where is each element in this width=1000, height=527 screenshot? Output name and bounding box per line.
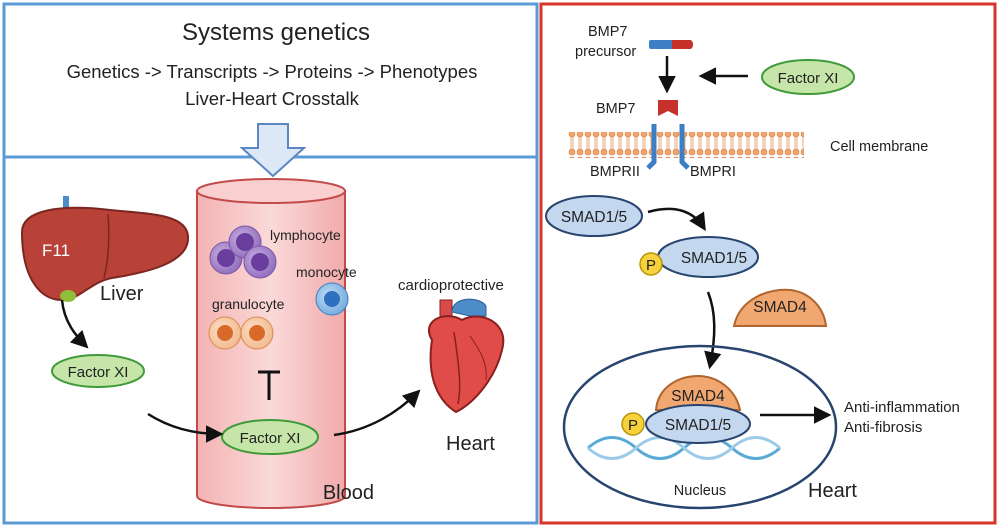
- inhibition-icon: [258, 370, 280, 400]
- arrow-smad-phosphorylation: [647, 207, 706, 231]
- bmp7-precursor-line1: BMP7: [588, 24, 628, 40]
- heart-icon: [428, 298, 505, 414]
- smad15-free-label: SMAD1/5: [561, 209, 627, 226]
- nucleus-ellipse: [562, 344, 838, 510]
- heart-label-left: Heart: [446, 433, 495, 455]
- bmp7-label: BMP7: [596, 101, 636, 117]
- monocyte-icon: [315, 282, 349, 316]
- down-arrow-icon: [239, 123, 307, 178]
- smad15-p-label: SMAD1/5: [681, 250, 747, 267]
- bmprii-receptor-icon: [646, 124, 657, 170]
- bmp7-precursor-icon: [649, 40, 693, 49]
- phospho-complex-icon: [621, 412, 645, 436]
- liver-label: Liver: [100, 283, 144, 305]
- smad15-complex-ellipse: [645, 404, 751, 444]
- smad4-complex-shape: [654, 374, 742, 411]
- right-panel-border: [539, 2, 997, 525]
- bmprii-label: BMPRII: [590, 164, 640, 180]
- smad15-free-ellipse: [545, 195, 643, 237]
- liver-gene-label: F11: [42, 241, 70, 260]
- arrow-blood-to-heart: [333, 389, 421, 437]
- lymphocyte-label: lymphocyte: [270, 227, 341, 243]
- anti-inflammation-label: Anti-inflammation: [844, 399, 960, 416]
- smad15-complex-label: SMAD1/5: [665, 417, 731, 434]
- smad4-free-shape: [732, 288, 828, 327]
- liver-icon: [20, 196, 190, 302]
- dna-helix-icon: [587, 436, 781, 460]
- bmpri-label: BMPRI: [690, 164, 736, 180]
- phospho-icon: [639, 252, 663, 276]
- granulocyte-label: granulocyte: [212, 296, 285, 312]
- header-line2: Liver-Heart Crosstalk: [185, 88, 359, 109]
- arrow-to-nucleus: [704, 291, 722, 370]
- phospho-label: P: [646, 257, 656, 274]
- cardioprotective-label: cardioprotective: [398, 277, 504, 294]
- heart-label-right: Heart: [808, 480, 857, 502]
- anti-fibrosis-label: Anti-fibrosis: [844, 419, 922, 436]
- left-panel-border: [2, 2, 539, 525]
- smad4-free-label: SMAD4: [753, 299, 807, 316]
- factor-xi-liver-label: Factor XI: [68, 364, 129, 381]
- header-line1: Genetics -> Transcripts -> Proteins -> P…: [67, 61, 478, 82]
- bmpri-receptor-icon: [679, 124, 690, 170]
- factor-xi-right-label: Factor XI: [778, 70, 839, 87]
- arrow-liver-to-factor: [60, 299, 89, 349]
- blood-label: Blood: [323, 482, 374, 504]
- granulocyte-icon: [208, 316, 274, 350]
- smad4-complex-label: SMAD4: [671, 388, 725, 405]
- header-title: Systems genetics: [182, 19, 370, 46]
- factor-xi-right-ellipse: [761, 59, 855, 95]
- cell-membrane: [568, 132, 804, 158]
- monocyte-label: monocyte: [296, 264, 357, 280]
- factor-xi-blood-label: Factor XI: [240, 430, 301, 447]
- bmp7-ligand-icon: [658, 100, 678, 116]
- arrow-factor-to-blood: [147, 412, 224, 443]
- lymphocyte-icon: [209, 225, 277, 279]
- cell-membrane-label: Cell membrane: [830, 139, 928, 155]
- nucleus-label: Nucleus: [674, 483, 726, 499]
- phospho-complex-label: P: [628, 417, 638, 434]
- bmp7-precursor-line2: precursor: [575, 44, 636, 60]
- factor-xi-liver-ellipse: [51, 354, 145, 388]
